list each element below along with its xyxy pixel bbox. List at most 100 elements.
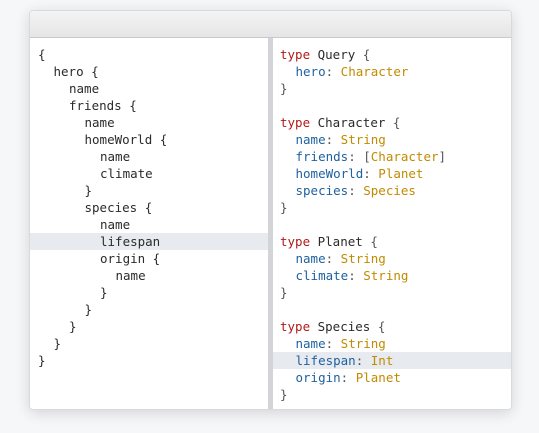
- query-line[interactable]: friends {: [30, 97, 268, 114]
- query-line[interactable]: name: [30, 216, 268, 233]
- schema-line: type Planet {: [273, 233, 511, 250]
- schema-line: type Species {: [273, 318, 511, 335]
- query-line[interactable]: species {: [30, 199, 268, 216]
- schema-token-punct: {: [377, 319, 386, 334]
- schema-token-punct: :: [348, 268, 364, 283]
- schema-token-punct: :: [325, 336, 341, 351]
- query-line[interactable]: origin {: [30, 250, 268, 267]
- query-line[interactable]: name: [30, 267, 268, 284]
- schema-token-punct: {: [362, 47, 371, 62]
- query-line[interactable]: climate: [30, 165, 268, 182]
- schema-token-field: lifespan: [295, 353, 356, 368]
- query-line-text: hero {: [53, 64, 99, 79]
- query-line[interactable]: name: [30, 80, 268, 97]
- query-line-text: climate: [100, 166, 153, 181]
- schema-token-name: Character: [310, 115, 393, 130]
- schema-token-keyword: type: [280, 319, 311, 334]
- schema-line: climate: String: [273, 267, 511, 284]
- query-line[interactable]: }: [30, 352, 268, 369]
- schema-token-field: name: [295, 132, 326, 147]
- query-line[interactable]: }: [30, 182, 268, 199]
- schema-token-field: name: [295, 336, 326, 351]
- schema-line: name: String: [273, 250, 511, 267]
- schema-token-punct: :: [325, 132, 341, 147]
- schema-token-punct: :: [363, 166, 379, 181]
- query-line-text: name: [100, 149, 131, 164]
- query-line[interactable]: }: [30, 301, 268, 318]
- schema-token-keyword: type: [280, 234, 311, 249]
- schema-token-type: Planet: [378, 166, 424, 181]
- schema-token-type: String: [340, 132, 386, 147]
- schema-token-field: hero: [295, 64, 326, 79]
- query-editor[interactable]: { hero { name friends { name homeWorld { name c…: [30, 38, 268, 409]
- schema-token-punct: :: [325, 251, 341, 266]
- schema-token-punct: :: [325, 64, 341, 79]
- query-line[interactable]: }: [30, 318, 268, 335]
- schema-token-type: Character: [340, 64, 409, 79]
- query-line-text: }: [53, 336, 62, 351]
- pane-divider[interactable]: [268, 38, 273, 409]
- schema-token-name: Planet: [310, 234, 371, 249]
- query-line-text: lifespan: [100, 234, 161, 249]
- schema-token-punct: }: [280, 285, 288, 300]
- schema-line: }: [273, 284, 511, 301]
- query-line-text: species {: [84, 200, 153, 215]
- schema-token-field: homeWorld: [295, 166, 364, 181]
- schema-line: hero: Character: [273, 63, 511, 80]
- schema-line: species: Species: [273, 182, 511, 199]
- schema-token-type: Int: [370, 353, 394, 368]
- schema-token-field: climate: [295, 268, 349, 283]
- query-line-text: name: [84, 115, 115, 130]
- schema-token-name: Query: [310, 47, 363, 62]
- schema-line: type Query {: [273, 46, 511, 63]
- query-line[interactable]: hero {: [30, 63, 268, 80]
- schema-token-field: species: [295, 183, 349, 198]
- schema-token-type: String: [363, 268, 409, 283]
- schema-viewer: type Query {hero: Character}type Charact…: [273, 38, 511, 409]
- query-line[interactable]: name: [30, 114, 268, 131]
- schema-token-punct: :: [355, 353, 371, 368]
- schema-token-field: origin: [295, 370, 341, 385]
- schema-token-keyword: type: [280, 115, 311, 130]
- query-line[interactable]: name: [30, 148, 268, 165]
- query-line[interactable]: {: [30, 46, 268, 63]
- schema-line: [273, 216, 511, 233]
- schema-line: [273, 97, 511, 114]
- schema-token-punct: }: [280, 200, 288, 215]
- schema-token-type: Character: [370, 149, 439, 164]
- query-line-text: }: [100, 285, 108, 300]
- schema-token-name: Species: [310, 319, 378, 334]
- schema-token-type: Planet: [355, 370, 401, 385]
- schema-token-field: name: [295, 251, 326, 266]
- schema-token-punct: {: [392, 115, 401, 130]
- query-line-text: }: [38, 353, 46, 368]
- query-line-text: name: [69, 81, 100, 96]
- schema-line: name: String: [273, 131, 511, 148]
- query-line-text: {: [38, 47, 46, 62]
- query-line-text: }: [69, 319, 77, 334]
- schema-token-punct: : [: [348, 149, 371, 164]
- schema-token-punct: }: [280, 387, 288, 402]
- schema-line: friends: [Character]: [273, 148, 511, 165]
- query-code[interactable]: { hero { name friends { name homeWorld { name c…: [30, 38, 268, 369]
- query-line-text: friends {: [69, 98, 137, 113]
- query-line[interactable]: }: [30, 335, 268, 352]
- query-line[interactable]: homeWorld {: [30, 131, 268, 148]
- schema-token-punct: {: [370, 234, 378, 249]
- schema-line: }: [273, 80, 511, 97]
- query-line-text: homeWorld {: [84, 132, 168, 147]
- schema-line: name: String: [273, 335, 511, 352]
- query-line[interactable]: lifespan: [30, 233, 268, 250]
- query-line-text: }: [84, 302, 93, 317]
- query-line[interactable]: }: [30, 284, 268, 301]
- schema-line: lifespan: Int: [273, 352, 511, 369]
- query-line-text: }: [84, 183, 93, 198]
- schema-line: }: [273, 199, 511, 216]
- query-line-text: name: [100, 217, 131, 232]
- schema-code: type Query {hero: Character}type Charact…: [273, 38, 511, 403]
- schema-line: [273, 301, 511, 318]
- schema-line: }: [273, 386, 511, 403]
- schema-token-keyword: type: [280, 47, 311, 62]
- window-titlebar[interactable]: [30, 11, 511, 38]
